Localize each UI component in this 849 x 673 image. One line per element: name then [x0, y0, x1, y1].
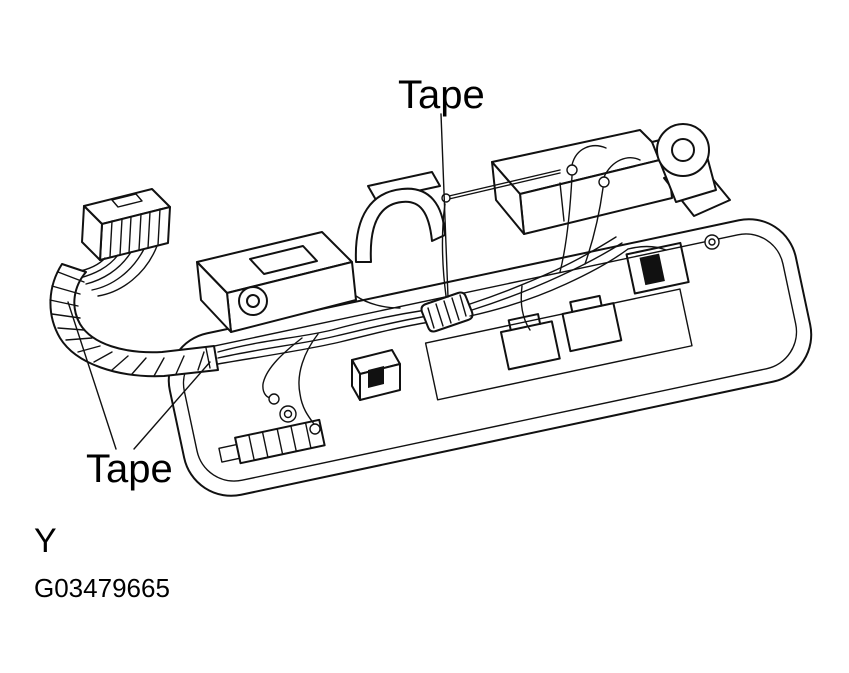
- wire-terminal: [566, 164, 578, 176]
- panel-cutout-clip-2: [561, 294, 623, 353]
- tape-hatching-left: [49, 271, 205, 377]
- ring-terminal: [268, 393, 280, 405]
- harness-connector: [81, 188, 171, 261]
- ribbed-connector: [218, 418, 326, 465]
- left-module: [196, 231, 357, 333]
- rod-end: [441, 193, 451, 203]
- label-tape-top: Tape: [398, 73, 485, 117]
- harness-wires-middle: [217, 295, 431, 435]
- tape-wrap-middle: [420, 291, 474, 333]
- leader-line-tape-top: [440, 113, 449, 298]
- panel-outer-edge: [167, 218, 813, 497]
- grommet-ring: [238, 286, 268, 316]
- right-module: [491, 123, 731, 235]
- taped-harness-tube: [49, 263, 219, 378]
- leader-line-tape-right: [133, 361, 211, 450]
- label-view-y: Y: [34, 522, 57, 560]
- ring-terminal: [309, 423, 321, 435]
- panel-platform: [424, 288, 693, 401]
- connector-latch: [111, 193, 143, 208]
- label-tape-bottom: Tape: [86, 447, 173, 491]
- panel-inner-rim: [182, 233, 798, 482]
- wire-terminal: [598, 176, 610, 188]
- wire-clip: [351, 349, 401, 401]
- annotations: Tape Tape Y G03479665: [34, 73, 485, 603]
- base-panel: [167, 218, 813, 497]
- leader-line-tape-left: [67, 301, 117, 450]
- left-module-recess: [249, 245, 318, 275]
- label-figure-id: G03479665: [34, 573, 170, 603]
- screw: [279, 405, 297, 423]
- harness-strap: [354, 171, 446, 263]
- connector-wires: [75, 245, 158, 297]
- tape-hatching-middle: [427, 294, 467, 329]
- lamp-socket: [656, 123, 710, 177]
- panel-retainer: [625, 241, 690, 295]
- panel-screw: [704, 234, 720, 250]
